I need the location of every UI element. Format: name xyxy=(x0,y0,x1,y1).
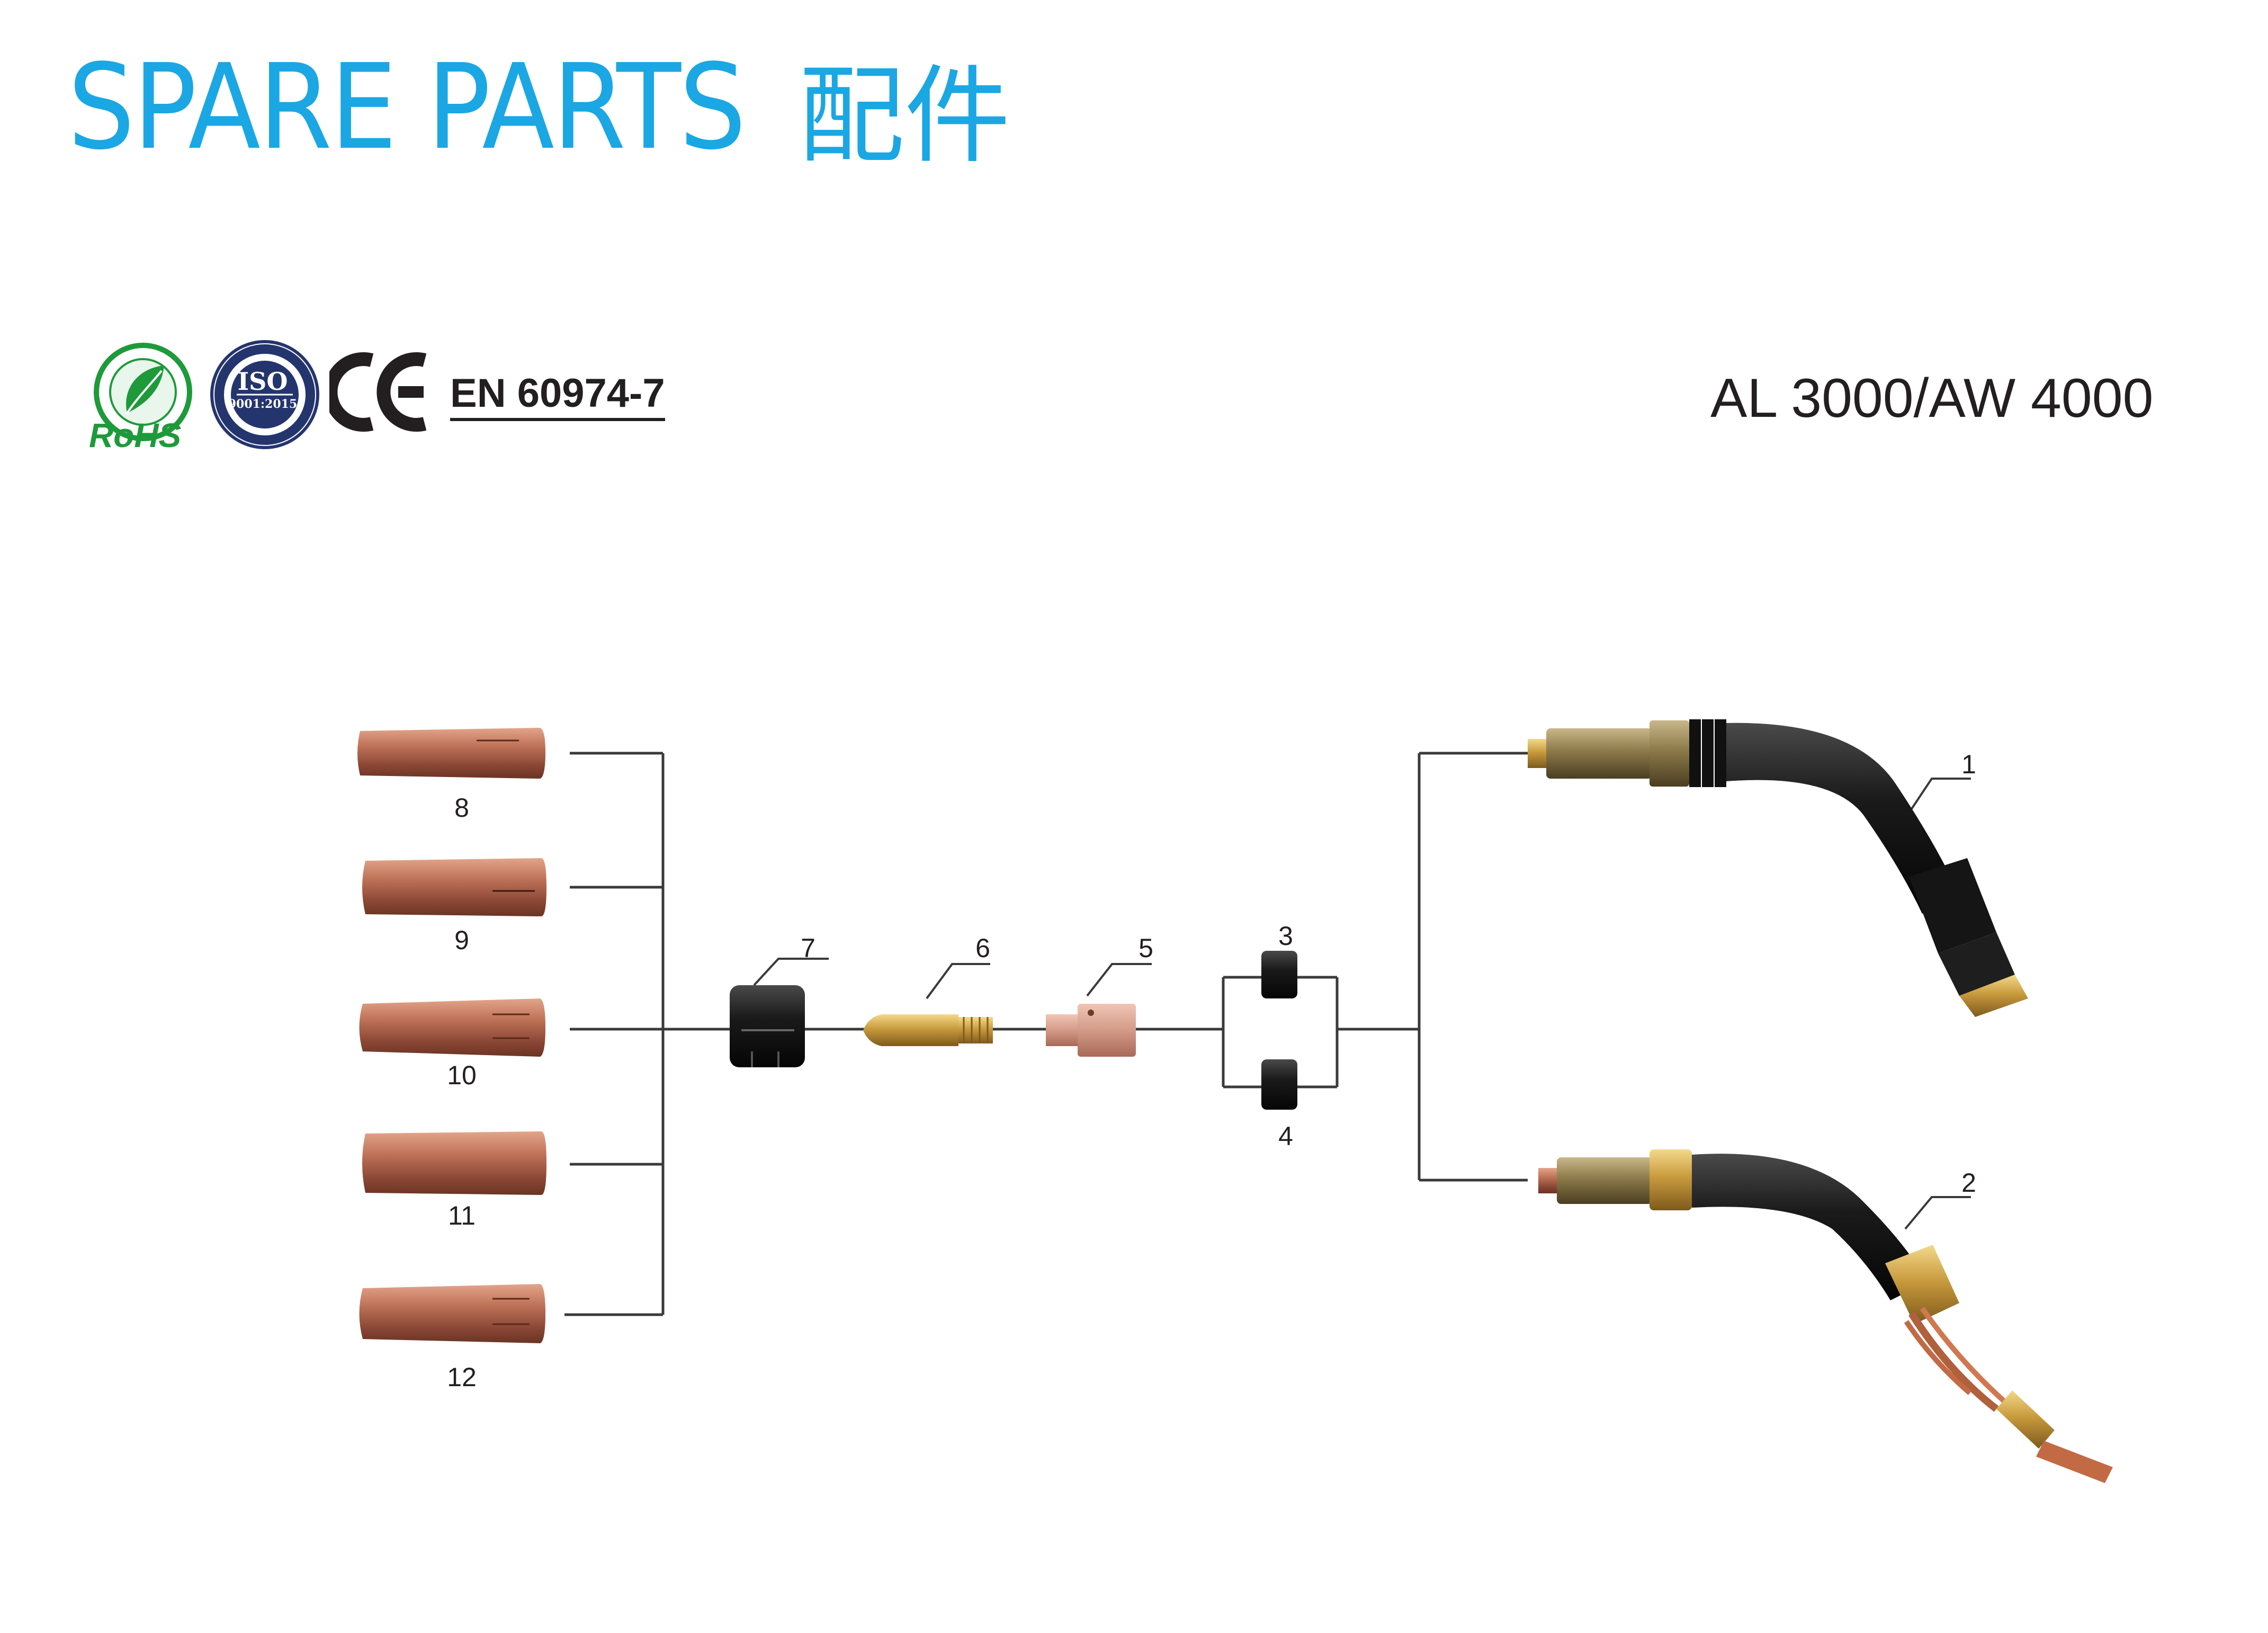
contact-tip-6 xyxy=(863,1014,993,1046)
part-label-9: 9 xyxy=(454,925,469,955)
ce-mark xyxy=(329,352,427,432)
rohs-label: RoHS xyxy=(89,416,182,454)
rohs-logo xyxy=(94,343,192,441)
page-title-chinese: 配件 xyxy=(799,55,1011,178)
standard-label: EN 60974-7 xyxy=(450,373,665,421)
part-label-2: 2 xyxy=(1961,1168,1976,1198)
leader-lines xyxy=(753,778,1971,1230)
part-label-5: 5 xyxy=(1139,933,1153,963)
model-name: AL 3000/AW 4000 xyxy=(1710,368,2154,429)
part-label-10: 10 xyxy=(447,1060,477,1090)
nozzle-10 xyxy=(359,998,545,1057)
insulator-3 xyxy=(1261,951,1297,998)
nozzle-9 xyxy=(362,858,546,916)
page-title: SPARE PARTS xyxy=(68,39,746,176)
part-label-4: 4 xyxy=(1278,1121,1293,1151)
nozzle-8 xyxy=(357,728,545,779)
iso-code: 9001:2015 xyxy=(228,397,298,411)
torch-neck-2 xyxy=(1538,1149,2113,1483)
part-label-7: 7 xyxy=(801,933,815,963)
part-label-11: 11 xyxy=(448,1201,476,1230)
iso-certification-seal xyxy=(210,340,319,449)
insulator-4 xyxy=(1261,1059,1297,1110)
part-label-8: 8 xyxy=(454,793,469,823)
iso-label: ISO xyxy=(237,367,288,396)
tip-holder-5 xyxy=(1046,1004,1136,1057)
nozzle-insulator-7 xyxy=(730,985,805,1067)
nozzle-12 xyxy=(359,1284,545,1343)
nozzle-11 xyxy=(362,1131,546,1195)
part-label-3: 3 xyxy=(1278,921,1293,951)
torch-neck-1 xyxy=(1528,719,2028,1017)
part-label-12: 12 xyxy=(447,1362,477,1392)
part-label-1: 1 xyxy=(1961,749,1976,779)
part-label-6: 6 xyxy=(975,933,990,963)
